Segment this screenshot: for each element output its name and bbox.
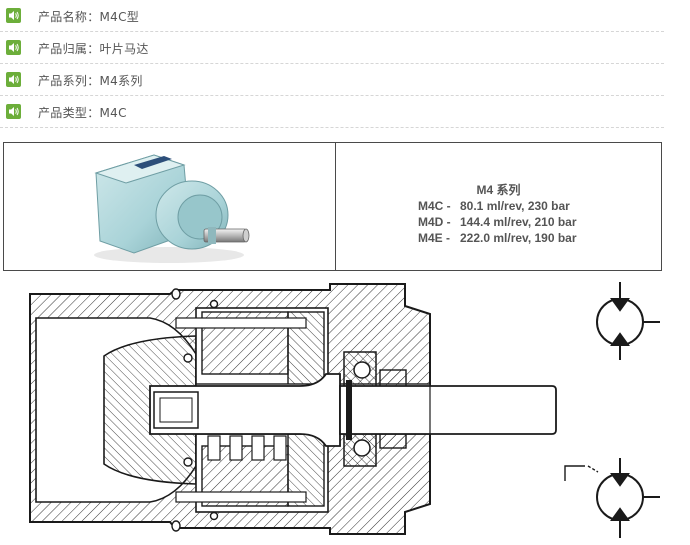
speaker-icon xyxy=(6,40,21,55)
model-line-m4c: M4C - 80.1 ml/rev, 230 bar xyxy=(418,199,570,213)
model-line-m4e: M4E - 222.0 ml/rev, 190 bar xyxy=(418,231,577,245)
attribute-text: 产品名称：M4C型 xyxy=(38,10,140,24)
model-line-m4d: M4D - 144.4 ml/rev, 210 bar xyxy=(418,215,577,229)
motor-housing-section xyxy=(29,283,557,535)
attribute-row-type: 产品类型：M4C xyxy=(0,96,664,128)
attribute-text: 产品系列：M4系列 xyxy=(38,74,143,88)
attribute-text: 产品归属：叶片马达 xyxy=(38,42,149,56)
hydraulic-motor-symbol-bottom xyxy=(564,458,660,538)
product-attribute-list: 产品名称：M4C型 产品归属：叶片马达 产品系列：M4系列 产品类型：M4C xyxy=(0,0,664,128)
model-code: M4C - xyxy=(418,199,451,213)
model-code: M4D - xyxy=(418,215,451,229)
speaker-icon xyxy=(6,104,21,119)
product-image-cell xyxy=(4,143,336,270)
attribute-row-name: 产品名称：M4C型 xyxy=(0,0,664,32)
cross-section-drawing xyxy=(29,282,660,538)
spec-text-cell: M4 系列 M4C - 80.1 ml/rev, 230 bar M4D - 144… xyxy=(336,143,661,270)
model-code: M4E - xyxy=(418,231,451,245)
vane-motor-photo xyxy=(94,154,250,263)
spec-table: M4 系列 M4C - 80.1 ml/rev, 230 bar M4D - 144… xyxy=(3,142,662,271)
hydraulic-motor-symbol-top xyxy=(596,282,660,360)
attribute-row-series: 产品系列：M4系列 xyxy=(0,64,664,96)
attribute-text: 产品类型：M4C xyxy=(38,106,127,120)
model-spec: 222.0 ml/rev, 190 bar xyxy=(460,231,577,245)
speaker-icon xyxy=(6,8,21,23)
speaker-icon xyxy=(6,72,21,87)
series-title: M4 系列 xyxy=(476,183,521,197)
model-spec: 80.1 ml/rev, 230 bar xyxy=(460,199,570,213)
model-spec: 144.4 ml/rev, 210 bar xyxy=(460,215,577,229)
attribute-row-category: 产品归属：叶片马达 xyxy=(0,32,664,64)
